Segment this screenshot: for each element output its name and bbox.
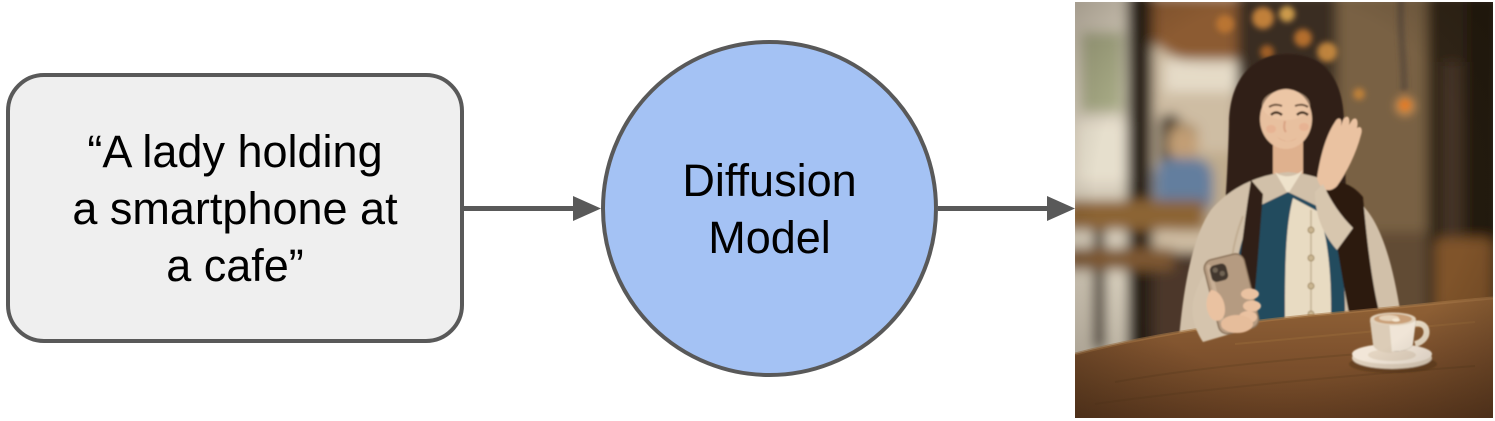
generated-photo-lady-at-cafe [1075, 2, 1493, 418]
prompt-text-box: “A lady holding a smartphone at a cafe” [6, 73, 464, 343]
model-label-line: Diffusion [682, 154, 857, 206]
arrow-model-to-image [938, 196, 1075, 221]
prompt-line: “A lady holding [87, 125, 383, 177]
diffusion-model-node: Diffusion Model [601, 40, 938, 377]
model-label-line: Model [708, 211, 831, 263]
arrow-prompt-to-model [464, 196, 601, 221]
prompt-line: a cafe” [166, 239, 304, 291]
prompt-line: a smartphone at [72, 182, 398, 234]
